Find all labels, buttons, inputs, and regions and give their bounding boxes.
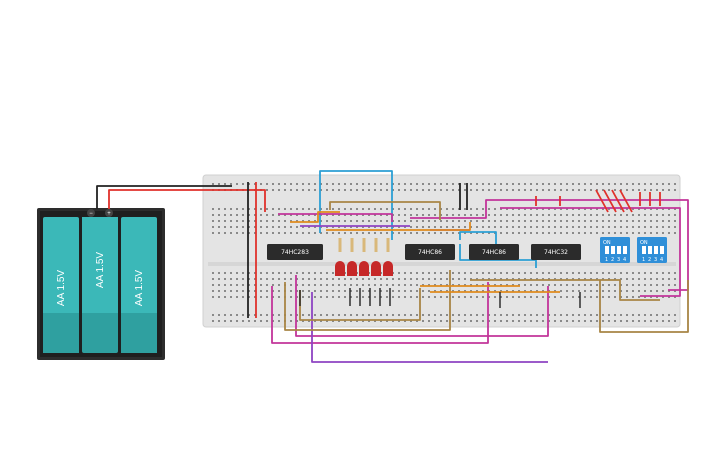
dip-switch-2-num-3: 3 xyxy=(654,257,657,263)
led[interactable] xyxy=(359,261,369,276)
ic-chip-3-label: 74HC86 xyxy=(482,249,506,256)
wire-battery-negative[interactable] xyxy=(96,185,232,209)
dip-switch-1-num-2: 2 xyxy=(611,257,614,263)
ic-chip-2-label: 74HC86 xyxy=(418,249,442,256)
led[interactable] xyxy=(371,261,381,276)
ic-chip-4[interactable]: 74HC32 xyxy=(531,244,581,260)
resistor[interactable] xyxy=(362,238,366,252)
wire-led-ground[interactable] xyxy=(349,288,391,306)
battery-cell-1: AA 1.5V xyxy=(43,217,79,353)
ic-chip-2[interactable]: 74HC86 xyxy=(405,244,455,260)
resistor[interactable] xyxy=(350,238,354,252)
resistor[interactable] xyxy=(374,238,378,252)
battery-minus-terminal[interactable] xyxy=(87,209,95,217)
dip-switch-2-num-2: 2 xyxy=(648,257,651,263)
led[interactable] xyxy=(347,261,357,276)
wire-brown-loop[interactable] xyxy=(599,280,689,333)
wire-purple-bottom[interactable] xyxy=(311,292,548,363)
wire-pink-right-outer[interactable] xyxy=(500,207,681,297)
wire-battery-positive[interactable] xyxy=(108,189,266,212)
wire-orange-2[interactable] xyxy=(326,222,471,231)
wire-pink-top[interactable] xyxy=(278,213,393,222)
resistor[interactable] xyxy=(386,238,390,252)
dip-switch-1-on: ON xyxy=(603,240,611,246)
battery-cell-2-label: AA 1.5V xyxy=(95,252,106,288)
resistor[interactable] xyxy=(338,238,342,252)
dip-switch-1-num-3: 3 xyxy=(617,257,620,263)
wire-brown-right[interactable] xyxy=(470,279,660,301)
battery-cell-3-label: AA 1.5V xyxy=(134,270,145,306)
dip-switch-1-num-4: 4 xyxy=(623,257,626,263)
battery-minus-label: − xyxy=(89,211,93,217)
dip-switch-2-on: ON xyxy=(640,240,648,246)
wire-red-jumpers[interactable] xyxy=(535,196,561,206)
wire-red-right[interactable] xyxy=(639,192,661,206)
wire-pink-bottom-1[interactable] xyxy=(271,282,489,344)
ic-chip-1[interactable]: 74HC283 xyxy=(267,244,323,260)
battery-plus-terminal[interactable] xyxy=(105,209,113,217)
ic-chip-3[interactable]: 74HC86 xyxy=(469,244,519,260)
wire-pink-bottom-2[interactable] xyxy=(295,275,549,337)
dip-switch-2[interactable]: ON 1 2 3 4 xyxy=(637,237,667,263)
wire-brown-top[interactable] xyxy=(329,201,441,220)
dip-switch-1-num-1: 1 xyxy=(605,257,608,263)
led-array xyxy=(335,238,393,276)
dip-switch-2-num-4: 4 xyxy=(660,257,663,263)
battery-cell-3: AA 1.5V xyxy=(121,217,157,353)
led[interactable] xyxy=(335,261,345,276)
battery-plus-label: + xyxy=(107,211,111,217)
dip-switch-2-num-1: 1 xyxy=(642,257,645,263)
wire-orange-1[interactable] xyxy=(290,211,340,223)
led[interactable] xyxy=(383,261,393,276)
ic-chip-1-label: 74HC283 xyxy=(281,249,309,256)
wire-pink-right-loop[interactable] xyxy=(410,199,689,291)
battery-cell-2: AA 1.5V xyxy=(82,217,118,353)
wire-brown-bottom-1[interactable] xyxy=(284,270,451,331)
breadboard-holes xyxy=(212,183,676,322)
battery-pack[interactable]: AA 1.5V AA 1.5V AA 1.5V − + xyxy=(37,208,165,360)
wire-red-diagonals[interactable] xyxy=(595,189,633,213)
wire-blue-top[interactable] xyxy=(319,170,393,240)
dip-switch-1[interactable]: ON 1 2 3 4 xyxy=(600,237,630,263)
wire-blue-mid[interactable] xyxy=(459,231,497,246)
wire-ground-stubs[interactable] xyxy=(299,290,581,308)
battery-cell-1-label: AA 1.5V xyxy=(56,270,67,306)
ic-chip-4-label: 74HC32 xyxy=(544,249,568,256)
wire-orange-bottom[interactable] xyxy=(420,285,560,293)
